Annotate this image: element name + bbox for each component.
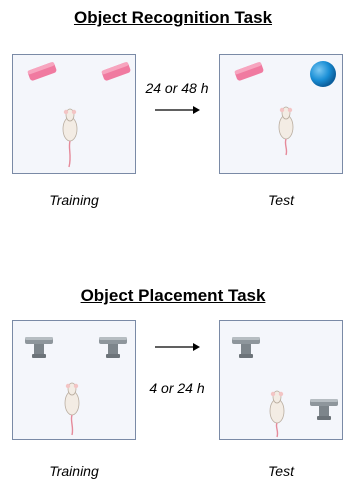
tee-object bbox=[232, 337, 260, 358]
arrow-icon bbox=[155, 106, 200, 114]
training-label: Training bbox=[49, 463, 99, 479]
eraser-object bbox=[234, 62, 264, 81]
orr-training-arena bbox=[12, 54, 136, 174]
section1-title: Object Recognition Task bbox=[73, 8, 273, 27]
training-label: Training bbox=[49, 192, 99, 208]
tee-object bbox=[25, 337, 53, 358]
ball-object bbox=[310, 61, 336, 87]
test-label: Test bbox=[268, 463, 294, 479]
op-test-arena bbox=[219, 320, 343, 440]
orr-test-arena bbox=[219, 54, 343, 174]
eraser-object bbox=[101, 62, 131, 81]
op-training-arena bbox=[12, 320, 136, 440]
mouse-icon bbox=[62, 108, 78, 168]
tee-object bbox=[310, 399, 338, 420]
mouse-icon bbox=[278, 106, 294, 156]
section2-title: Object Placement Task bbox=[80, 286, 266, 305]
mouse-icon bbox=[64, 382, 80, 436]
arrow-icon bbox=[155, 343, 200, 351]
eraser-object bbox=[27, 62, 57, 81]
mouse-icon bbox=[269, 390, 285, 438]
test-label: Test bbox=[268, 192, 294, 208]
tee-object bbox=[99, 337, 127, 358]
delay-label: 4 or 24 h bbox=[149, 380, 205, 396]
delay-label: 24 or 48 h bbox=[145, 80, 209, 96]
